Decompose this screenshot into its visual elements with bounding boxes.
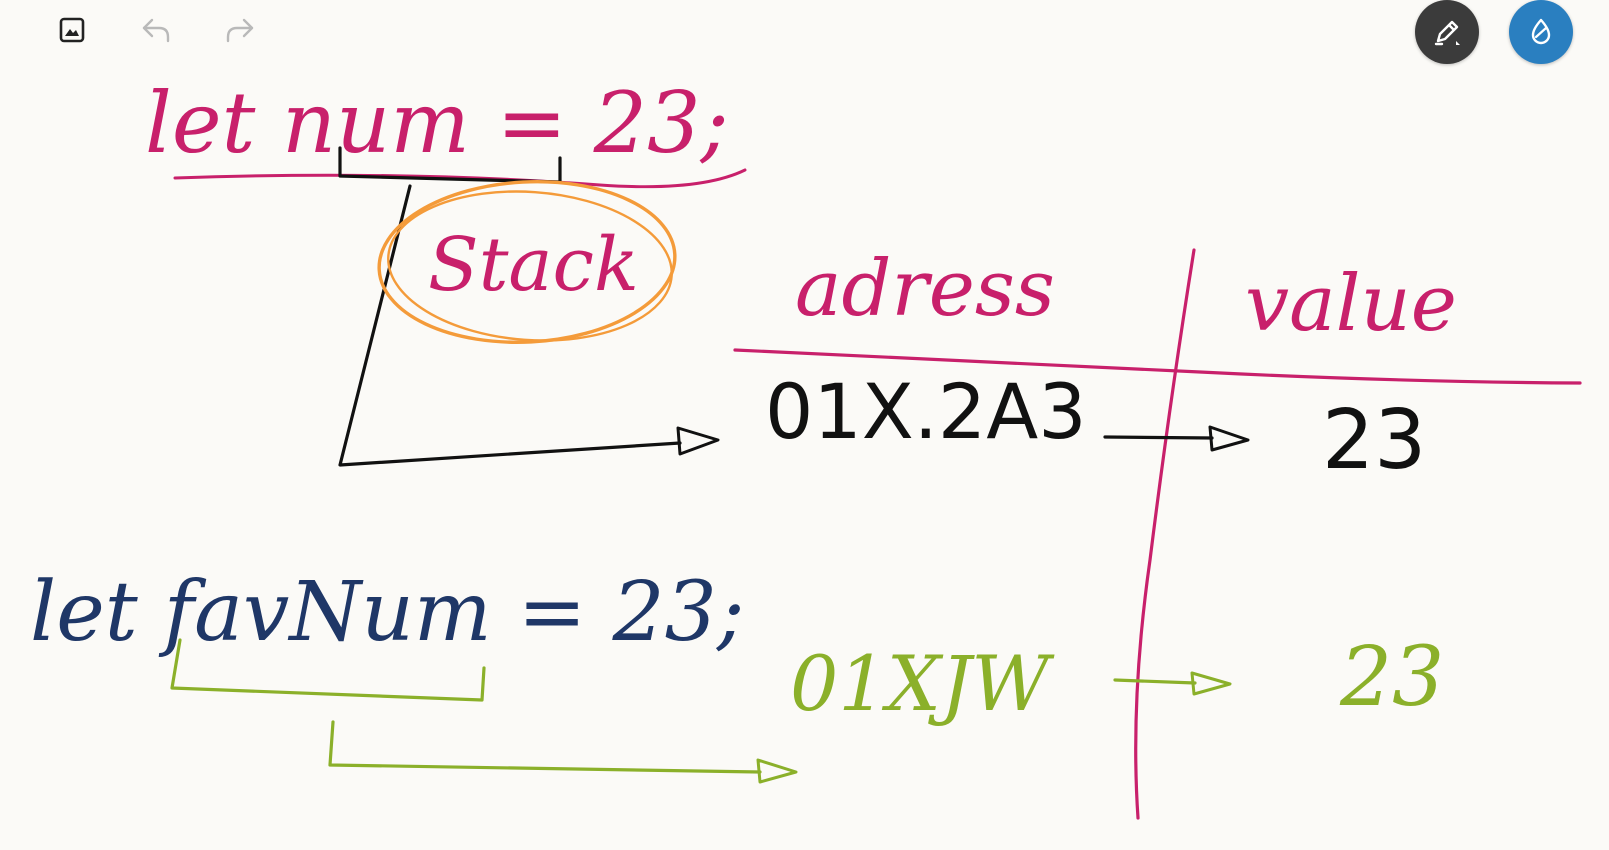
- favnum-arrow-line: [328, 720, 762, 774]
- pen-tool-button[interactable]: [1415, 0, 1479, 64]
- ink-drop-icon: [1531, 18, 1551, 45]
- row1-arrow-head: [1208, 425, 1250, 452]
- redo-icon: [226, 18, 254, 43]
- insert-image-button[interactable]: [54, 12, 90, 48]
- toolbar-left: [54, 12, 258, 48]
- favnum-arrow-head: [756, 758, 798, 784]
- table-divider: [1134, 248, 1196, 820]
- insert-image-icon: [59, 17, 85, 43]
- undo-button[interactable]: [138, 12, 174, 48]
- stack-label: Stack: [428, 222, 639, 308]
- num-bracket: [338, 146, 562, 184]
- row2-arrow-head: [1190, 671, 1232, 696]
- pen-icon: [1434, 20, 1460, 46]
- favnum-bracket: [170, 638, 486, 702]
- stack-circle-inner: [387, 190, 673, 342]
- row2-address: 01XJW: [790, 639, 1055, 728]
- code-line-1: let num = 23;: [145, 74, 729, 172]
- row1-value: 23: [1322, 393, 1426, 488]
- row2-value: 23: [1339, 630, 1444, 725]
- undo-icon: [142, 18, 170, 43]
- redo-button[interactable]: [222, 12, 258, 48]
- column-header-address: adress: [795, 244, 1055, 334]
- row1-address: 01X.2A3: [765, 367, 1087, 456]
- row2-arrow-line: [1113, 678, 1197, 685]
- table-header-rule: [733, 348, 1582, 385]
- row1-arrow-line: [1103, 435, 1214, 440]
- stack-arrow-head: [676, 426, 720, 456]
- toolbar-right: [1415, 0, 1573, 64]
- column-header-value: value: [1245, 259, 1457, 349]
- ink-tool-button[interactable]: [1509, 0, 1573, 64]
- stack-circle: [377, 180, 677, 344]
- stack-arrow-line: [338, 184, 682, 467]
- code-line-2: let favNum = 23;: [30, 565, 744, 660]
